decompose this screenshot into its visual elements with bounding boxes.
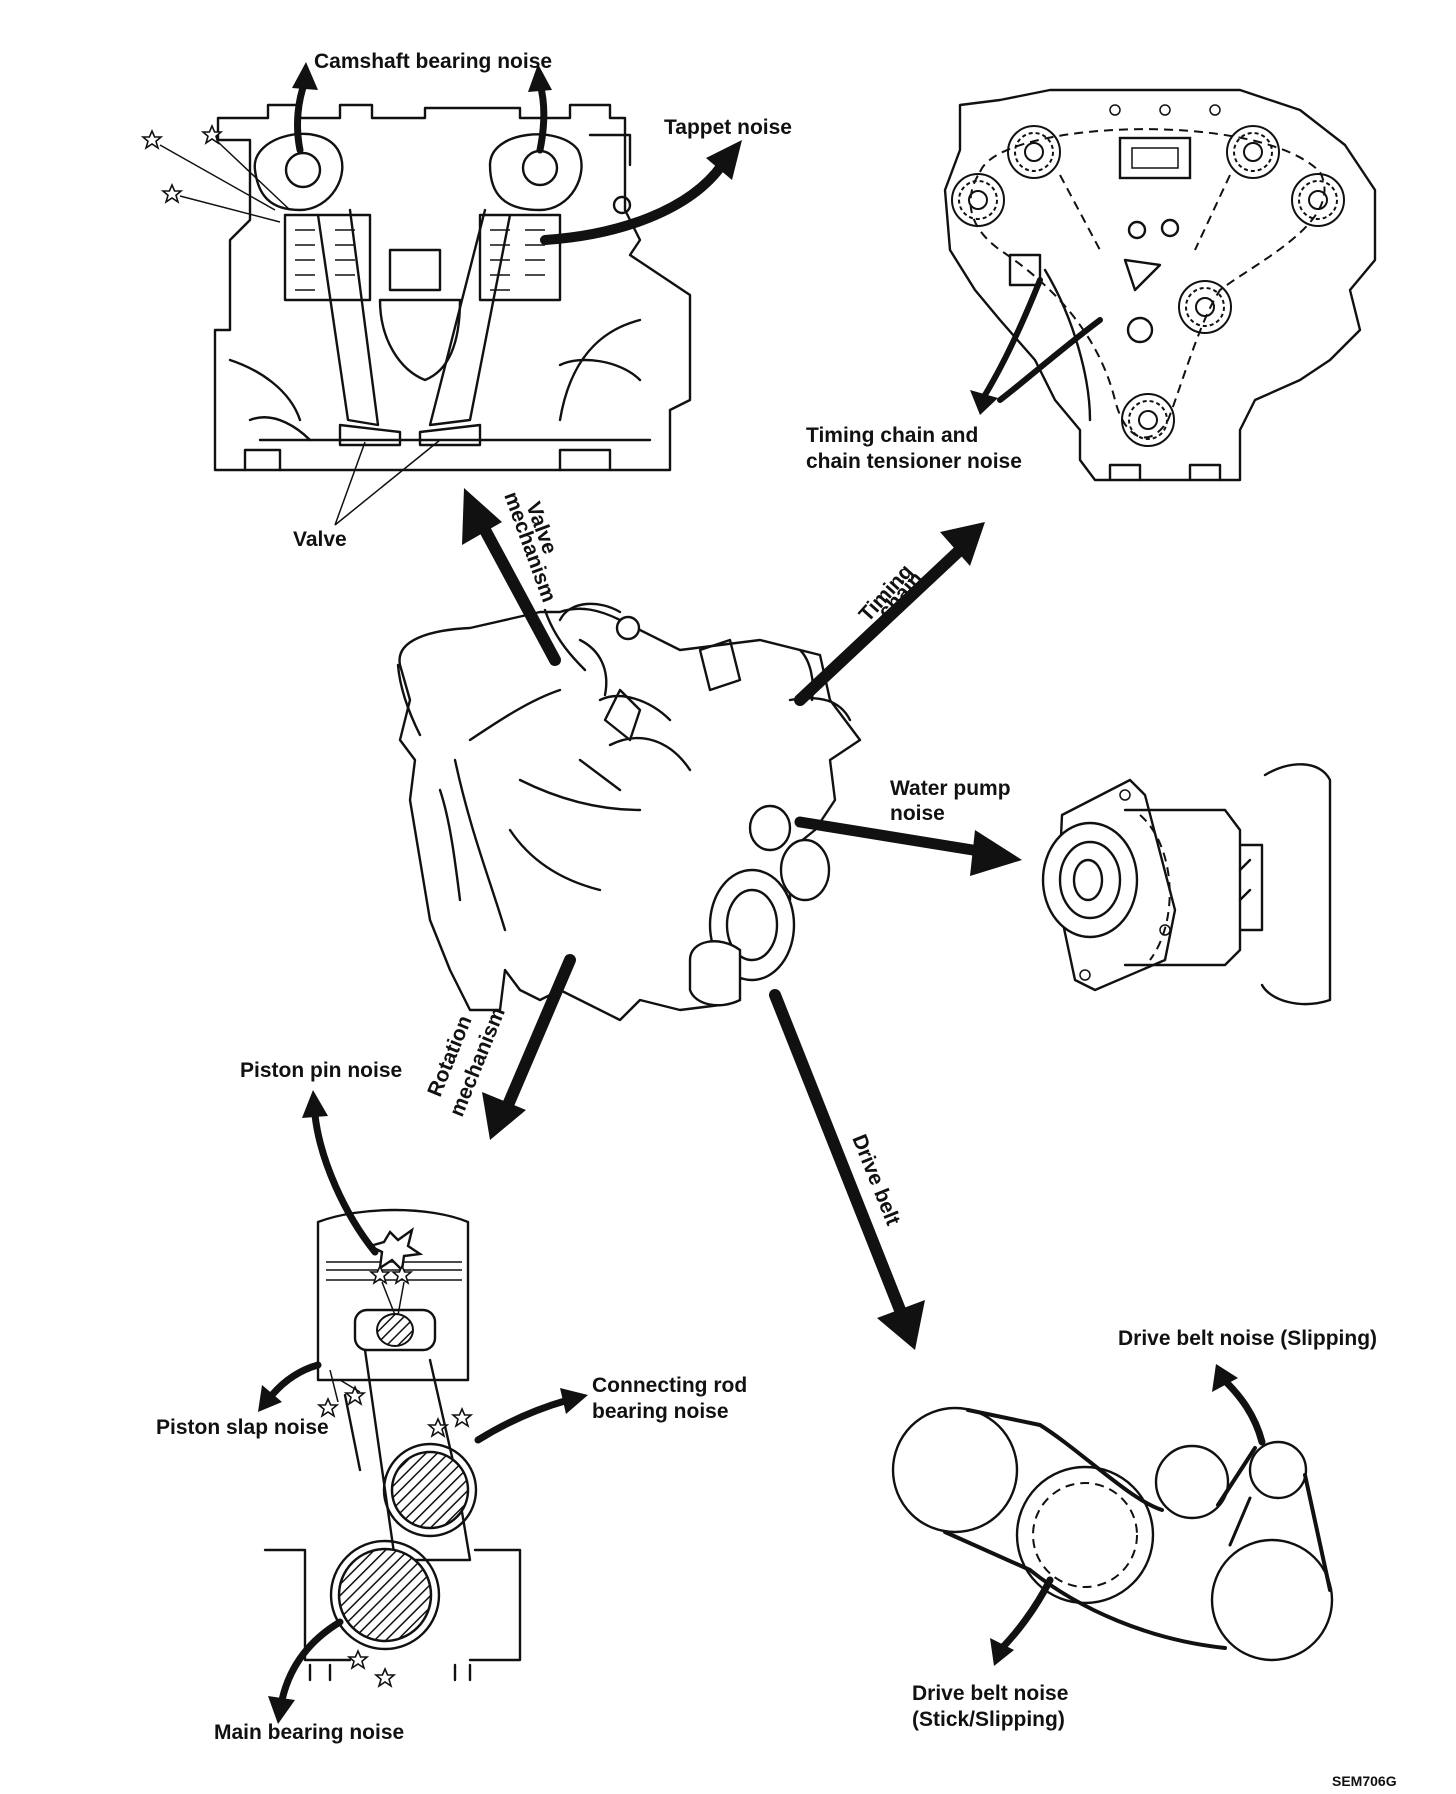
label-piston-slap-noise: Piston slap noise [156, 1416, 329, 1439]
tappet-noise-arrow [540, 140, 742, 245]
label-water-pump-noise-line1: Water pump [890, 777, 1011, 800]
piston-illustration [263, 1208, 522, 1682]
label-drive-belt-stick-line1: Drive belt noise [912, 1682, 1068, 1705]
label-piston-pin-noise: Piston pin noise [240, 1059, 402, 1082]
figure-code: SEM706G [1332, 1773, 1397, 1789]
label-camshaft-bearing-noise: Camshaft bearing noise [314, 50, 552, 73]
water-pump-illustration [1041, 763, 1332, 1006]
label-valve: Valve [293, 528, 347, 551]
label-tappet-noise: Tappet noise [664, 116, 792, 139]
connecting-rod-noise-arrow [474, 1388, 588, 1444]
cylinder-head-illustration [213, 103, 692, 472]
drive-belt-arrow [769, 989, 925, 1350]
label-timing-chain-noise-line1: Timing chain and [806, 424, 978, 447]
engine-illustration [396, 602, 862, 1022]
main-bearing-noise-arrow [268, 1618, 344, 1724]
water-pump-noise-arrow [794, 816, 1022, 876]
drive-belt-illustration [891, 1406, 1334, 1662]
label-water-pump-noise-line2: noise [890, 802, 945, 825]
timing-chain-noise-arrows [970, 277, 1103, 415]
timing-chain-illustration [943, 88, 1377, 482]
label-timing-chain-noise-line2: chain tensioner noise [806, 450, 1022, 473]
piston-slap-noise-arrow [258, 1361, 322, 1412]
label-connecting-rod-noise-line2: bearing noise [592, 1400, 729, 1423]
rotation-mechanism-arrow [482, 954, 576, 1140]
drive-belt-slipping-arrow [1212, 1364, 1266, 1446]
piston-stars [318, 1265, 472, 1687]
label-drive-belt-slipping: Drive belt noise (Slipping) [1118, 1327, 1377, 1350]
valve-mechanism-arrow [462, 488, 561, 666]
camshaft-noise-arrows [292, 62, 552, 154]
cylinder-head-stars [142, 125, 291, 223]
label-connecting-rod-noise-line1: Connecting rod [592, 1374, 747, 1397]
piston-pin-noise-arrow [302, 1090, 379, 1256]
valve-leader-lines [334, 439, 441, 526]
drive-belt-stick-arrow [990, 1576, 1054, 1666]
timing-chain-arrow [794, 522, 985, 706]
label-drive-belt-stick-line2: (Stick/Slipping) [912, 1708, 1065, 1731]
label-main-bearing-noise: Main bearing noise [214, 1721, 404, 1744]
